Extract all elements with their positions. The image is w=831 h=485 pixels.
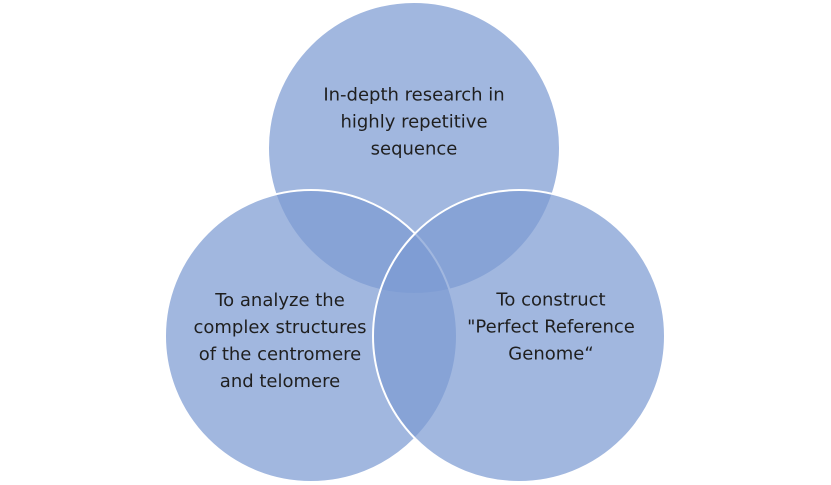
label-perfect-reference-genome: To construct "Perfect Reference Genome“: [467, 289, 635, 365]
label-highly-repetitive-sequence: In-depth research in highly repetitive s…: [323, 84, 505, 160]
label-centromere-telomere: To analyze the complex structures of the…: [193, 290, 367, 392]
circle-right: [372, 189, 666, 483]
